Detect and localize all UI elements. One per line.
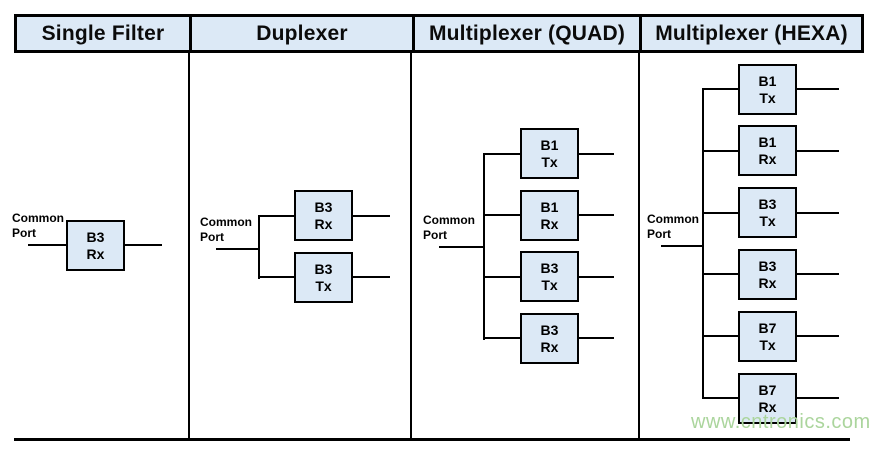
output-line xyxy=(579,214,614,216)
filter-path-label: Rx xyxy=(758,274,777,291)
filter-path-label: Rx xyxy=(758,398,777,415)
bus-line xyxy=(702,88,704,399)
header-label: Multiplexer (QUAD) xyxy=(428,21,626,45)
header-label: Duplexer xyxy=(256,21,348,45)
branch-line xyxy=(703,150,738,152)
output-line xyxy=(579,153,614,155)
header-multiplexer-quad: Multiplexer (QUAD) xyxy=(412,14,639,53)
common-port-line xyxy=(439,246,485,248)
filter-path-label: Tx xyxy=(541,153,558,170)
output-line xyxy=(353,276,390,278)
output-line xyxy=(797,88,839,90)
common-port-label-line2: Port xyxy=(200,230,224,244)
column-divider xyxy=(188,53,190,438)
filter-band-label: B3 xyxy=(758,257,777,274)
output-line xyxy=(125,244,162,246)
table-bottom-border xyxy=(14,438,850,441)
filter-path-label: Tx xyxy=(541,276,558,293)
branch-line xyxy=(703,335,738,337)
filter-path-label: Rx xyxy=(314,215,333,232)
branch-line xyxy=(259,215,294,217)
output-line xyxy=(797,273,839,275)
branch-line xyxy=(484,276,520,278)
header-label: Single Filter xyxy=(41,21,165,45)
filter-path-label: Rx xyxy=(758,150,777,167)
filter-band-label: B1 xyxy=(758,133,777,150)
filter-band-label: B7 xyxy=(758,319,777,336)
filter-path-label: Tx xyxy=(759,336,776,353)
branch-line xyxy=(259,276,294,278)
filter-band-label: B3 xyxy=(540,321,559,338)
common-port-label-line1: Common xyxy=(423,213,475,227)
common-port-label-line1: Common xyxy=(647,212,699,226)
header-label: Multiplexer (HEXA) xyxy=(655,21,848,45)
output-line xyxy=(353,215,390,217)
output-line xyxy=(797,335,839,337)
branch-line xyxy=(703,397,738,399)
common-port-label-line2: Port xyxy=(423,228,447,242)
header-duplexer: Duplexer xyxy=(189,14,412,53)
common-port-label-line2: Port xyxy=(647,227,671,241)
bus-line xyxy=(483,153,485,340)
output-line xyxy=(579,276,614,278)
filter-path-label: Tx xyxy=(759,89,776,106)
column-divider xyxy=(410,53,412,438)
common-port-label-line1: Common xyxy=(200,215,252,229)
branch-line xyxy=(484,153,520,155)
filter-band-label: B3 xyxy=(540,259,559,276)
branch-line xyxy=(703,212,738,214)
filter-band-label: B1 xyxy=(540,198,559,215)
output-line xyxy=(797,212,839,214)
output-line xyxy=(579,337,614,339)
common-port-label-line2: Port xyxy=(12,226,36,240)
output-line xyxy=(797,397,839,399)
branch-line xyxy=(703,273,738,275)
filter-band-label: B3 xyxy=(86,228,105,245)
filter-band-label: B3 xyxy=(314,198,333,215)
common-port-line xyxy=(661,245,704,247)
column-divider xyxy=(638,53,640,438)
filter-band-label: B3 xyxy=(758,195,777,212)
bus-line xyxy=(258,215,260,279)
filter-path-label: Tx xyxy=(759,212,776,229)
filter-band-label: B1 xyxy=(758,72,777,89)
filter-band-label: B7 xyxy=(758,381,777,398)
common-port-line xyxy=(28,244,67,246)
filter-band-label: B3 xyxy=(314,260,333,277)
header-single-filter: Single Filter xyxy=(14,14,189,53)
filter-path-label: Rx xyxy=(86,245,105,262)
filter-path-label: Rx xyxy=(540,215,559,232)
filter-path-label: Rx xyxy=(540,338,559,355)
watermark: www.cntronics.com xyxy=(691,411,871,433)
header-multiplexer-hexa: Multiplexer (HEXA) xyxy=(639,14,864,53)
branch-line xyxy=(703,88,738,90)
common-port-label-line1: Common xyxy=(12,211,64,225)
branch-line xyxy=(484,337,520,339)
common-port-line xyxy=(216,248,260,250)
filter-band-label: B1 xyxy=(540,136,559,153)
branch-line xyxy=(484,214,520,216)
output-line xyxy=(797,150,839,152)
filter-path-label: Tx xyxy=(315,277,332,294)
